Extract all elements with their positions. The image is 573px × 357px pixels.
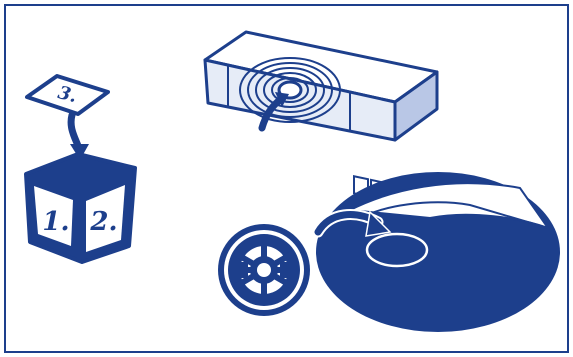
hologram-projector-icon xyxy=(205,32,437,200)
die-face-right: 2. xyxy=(89,207,117,237)
die-face-left: 1. xyxy=(42,207,69,237)
card-icon: 3. xyxy=(27,76,108,114)
imperial-emblem-icon xyxy=(218,224,310,316)
base-icon xyxy=(316,172,560,332)
die-icon: 1. 2. xyxy=(26,154,135,262)
